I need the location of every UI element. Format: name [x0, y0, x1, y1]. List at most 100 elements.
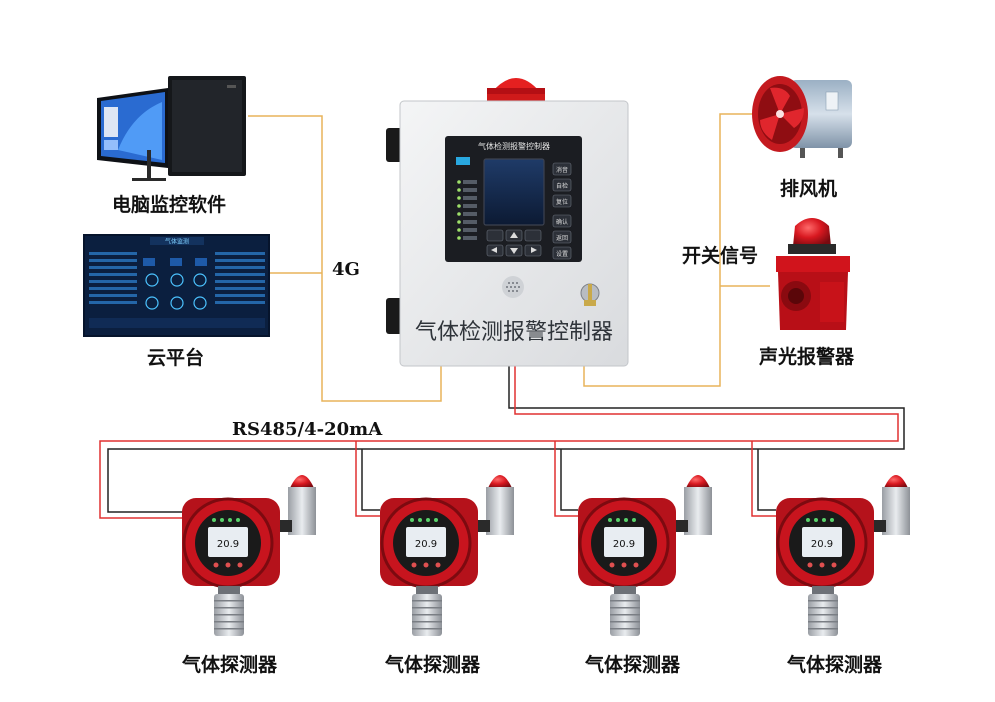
detector-label-3: 气体探测器	[585, 654, 681, 676]
gas-detector-1: 20.9	[182, 475, 316, 636]
detector-sensor-ring	[808, 621, 838, 623]
detector-led	[624, 518, 628, 522]
detector-led	[806, 518, 810, 522]
detector-led	[434, 518, 438, 522]
detector-neck	[218, 586, 240, 594]
detector-sensor-ring	[610, 614, 640, 616]
detector-reading: 20.9	[613, 539, 635, 550]
detector-sensor-ring	[412, 621, 442, 623]
gas-detector-3: 20.9	[578, 475, 712, 636]
detector-led	[632, 518, 636, 522]
detector-beacon-icon	[290, 475, 314, 488]
detector-led	[616, 518, 620, 522]
detector-sensor-ring	[214, 600, 244, 602]
detector-sensor-ring	[808, 614, 838, 616]
detector-lcd	[802, 527, 842, 557]
detector-lcd	[208, 527, 248, 557]
detector-button	[621, 562, 627, 568]
switch-signal-label: 开关信号	[682, 245, 759, 267]
detector-sensor-ring	[808, 600, 838, 602]
wire-computer	[248, 115, 442, 402]
wire-bus-black-d4	[757, 449, 776, 511]
key-back: 返回	[556, 235, 568, 242]
exhaust-fan-icon	[752, 76, 852, 158]
detector-button	[435, 562, 441, 568]
detector-button	[225, 562, 231, 568]
detector-button	[633, 562, 639, 568]
detector-button	[831, 562, 837, 568]
gas-detector-4: 20.9	[776, 475, 910, 636]
cloud-label: 云平台	[147, 347, 205, 369]
detector-sensor-ring	[610, 621, 640, 623]
alarm-label: 声光报警器	[759, 346, 855, 368]
wire-bus-black-d2	[361, 449, 380, 511]
alarm-siren-icon	[776, 218, 850, 330]
detector-sensor-ring	[412, 628, 442, 630]
key-settings: 设置	[556, 250, 568, 258]
detector-beacon-base	[288, 487, 316, 535]
wires	[99, 113, 905, 519]
detector-sensor-ring	[610, 628, 640, 630]
detector-button	[819, 562, 825, 568]
detector-sensor-ring	[808, 628, 838, 630]
detector-sensor-ring	[610, 600, 640, 602]
detector-sensor-ring	[214, 614, 244, 616]
wire-bus-black-d3	[560, 449, 578, 511]
wire-bus-red	[99, 366, 899, 519]
detector-sensor-ring	[214, 628, 244, 630]
detectors: 20.9 20.9 20.9 20.9	[182, 475, 910, 636]
key-selftest: 自检	[556, 182, 568, 190]
wire-fan-alarm	[583, 113, 752, 387]
link-4g-label: 4G	[332, 259, 360, 280]
controller-cabinet: 气体检测报警控制器 消音 自检 复位 确认 返回 设置	[386, 78, 629, 367]
detector-sensor-ring	[214, 607, 244, 609]
detector-led	[814, 518, 818, 522]
detector-sensor-ring	[610, 607, 640, 609]
wire-bus-black	[107, 366, 905, 513]
detector-button	[411, 562, 417, 568]
detector-sensor-ring	[808, 607, 838, 609]
detector-button	[213, 562, 219, 568]
cloud-platform-screen: 气体监测	[83, 234, 270, 337]
detector-beacon-icon	[884, 475, 908, 488]
gas-detector-2: 20.9	[380, 475, 514, 636]
detector-beacon-base	[882, 487, 910, 535]
detector-neck	[416, 586, 438, 594]
detector-beacon-icon	[686, 475, 710, 488]
fan-label: 排风机	[780, 178, 838, 200]
computer-icon	[97, 76, 246, 181]
detector-reading: 20.9	[811, 539, 833, 550]
bus-label: RS485/4-20mA	[232, 419, 383, 440]
key-confirm: 确认	[556, 218, 568, 226]
detector-sensor-ring	[412, 600, 442, 602]
key-reset: 复位	[556, 198, 568, 206]
detector-led	[830, 518, 834, 522]
detector-neck	[614, 586, 636, 594]
detector-label-1: 气体探测器	[182, 654, 278, 676]
detector-led	[822, 518, 826, 522]
detector-sensor-ring	[412, 614, 442, 616]
detector-reading: 20.9	[415, 539, 437, 550]
detector-button	[237, 562, 243, 568]
wire-bus-red-d2	[355, 441, 380, 517]
wire-bus-red-d4	[751, 441, 776, 517]
detector-led	[410, 518, 414, 522]
detector-button	[609, 562, 615, 568]
detector-button	[423, 562, 429, 568]
detector-lcd	[406, 527, 446, 557]
detector-led	[426, 518, 430, 522]
detector-beacon-base	[486, 487, 514, 535]
detector-led	[220, 518, 224, 522]
computer-label: 电脑监控软件	[112, 194, 227, 216]
controller-front-label: 气体检测报警控制器	[415, 320, 613, 345]
key-mute: 消音	[556, 166, 568, 174]
detector-led	[608, 518, 612, 522]
panel-title: 气体检测报警控制器	[478, 141, 550, 151]
detector-led	[228, 518, 232, 522]
detector-button	[807, 562, 813, 568]
detector-label-2: 气体探测器	[385, 654, 481, 676]
detector-neck	[812, 586, 834, 594]
detector-led	[212, 518, 216, 522]
cloud-screen-title: 气体监测	[165, 238, 189, 246]
detector-led	[418, 518, 422, 522]
